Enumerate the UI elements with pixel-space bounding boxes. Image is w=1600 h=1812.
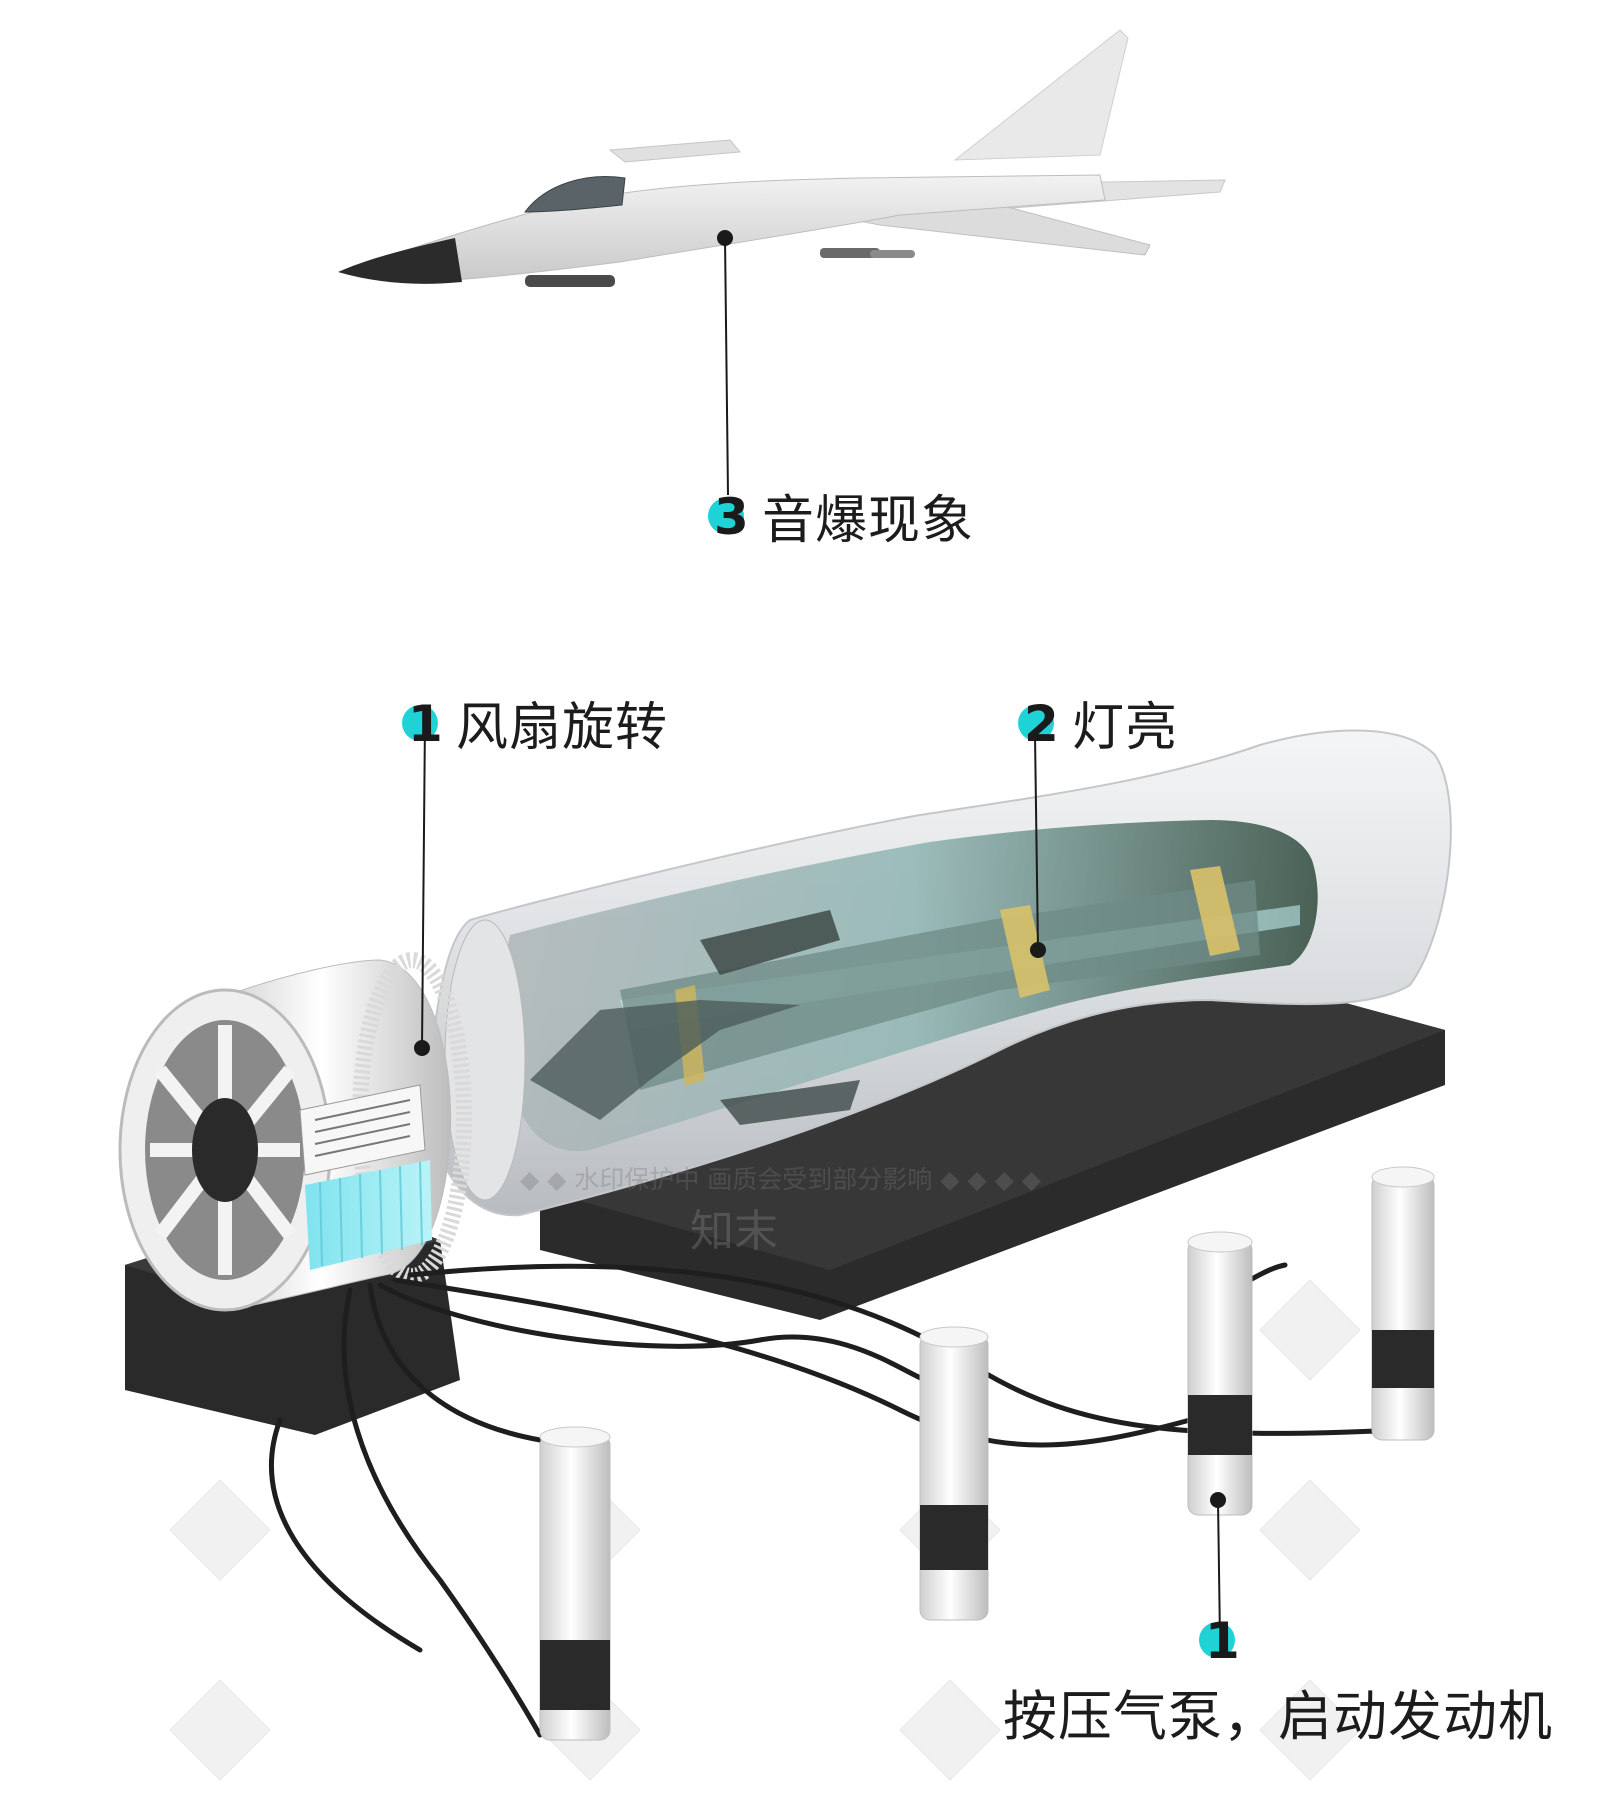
callout-label: 灯亮 [1072,698,1179,758]
badge-1: 1 [402,699,443,749]
callout-pump: 1 按压气泵，启动发动机 [1003,1616,1593,1751]
leader-line-light [1030,734,1046,958]
wind-tunnel-icon [427,729,1452,1217]
badge-number: 2 [1024,694,1059,753]
fan-unit-icon [118,952,472,1435]
air-pump-2 [919,1326,989,1621]
leader-line-sonic-boom [717,230,733,496]
tunnel-base [540,950,1445,1320]
badge-2: 2 [1018,699,1059,749]
leader-line-pump [1210,1492,1226,1641]
air-pump-4 [1371,1166,1435,1441]
callout-label: 音爆现象 [762,491,975,551]
callout-label: 按压气泵，启动发动机 [1003,1685,1553,1748]
badge-3: 3 [708,492,749,542]
callout-light: 2 灯亮 [1018,685,1178,760]
badge-1-pump: 1 [1199,1616,1240,1666]
watermark-notice: ◆ ◆ 水印保护中 画质会受到部分影响 ◆ ◆ ◆ ◆ [520,1165,1041,1194]
badge-number: 3 [714,487,749,546]
jet-icon [338,29,1226,287]
watermark-mark: 知末 [690,1206,778,1257]
callout-fan: 1 风扇旋转 [402,685,668,760]
callout-label: 风扇旋转 [456,698,669,758]
air-pump-3 [1187,1231,1253,1516]
badge-number: 1 [1205,1612,1240,1670]
leader-line-fan [414,719,430,1056]
callout-sonic-boom: 3 音爆现象 [708,478,974,553]
air-pump-icon [539,1166,1435,1741]
air-pump-1 [539,1426,611,1741]
badge-number: 1 [408,694,443,753]
